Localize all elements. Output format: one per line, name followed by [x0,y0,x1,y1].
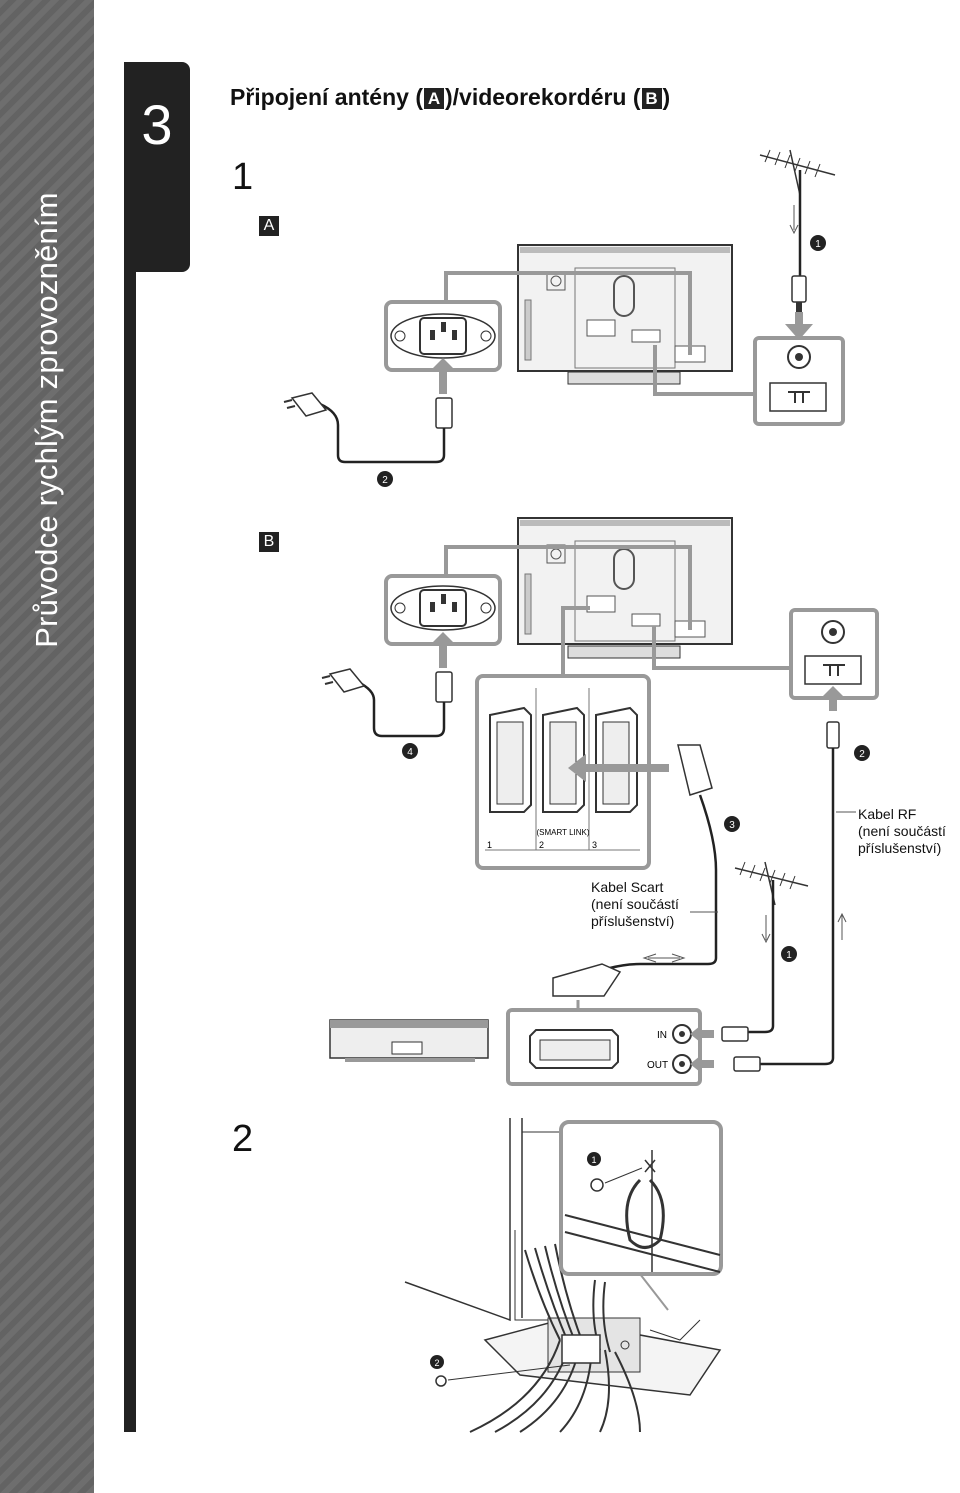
callout-b-4: 4 [407,747,413,758]
step-tab [124,62,190,272]
section-number-2: 2 [232,1118,254,1160]
scart-num-1: 1 [487,840,492,850]
section-label-b: B [259,532,279,552]
rf-caption-line-1: Kabel RF [858,806,917,822]
page-title: Připojení antény (A)/videorekordéru (B) [230,84,670,111]
title-part-1: Připojení antény ( [230,84,423,110]
scart-sockets [489,706,638,813]
callout-b-3: 3 [729,820,735,831]
title-marker-a: A [423,88,444,109]
section-label-a: A [259,216,279,236]
rf-caption-line-3: příslušenství) [858,840,942,856]
callout-s2-2: 2 [434,1358,439,1368]
scart-cable-caption: Kabel Scart (není součástí příslušenství… [591,879,679,930]
step-number: 3 [141,93,173,156]
tv-rear-a [517,244,733,385]
callout-a-2: 2 [382,475,388,486]
scart-caption-line-1: Kabel Scart [591,879,664,895]
step-bar [124,272,136,1432]
vcr-out-label: OUT [647,1060,668,1071]
antenna-icon-b [734,861,809,1034]
callout-b-1: 1 [786,950,792,961]
callout-b-2: 2 [859,749,865,760]
rf-caption-line-2: (není součástí [858,823,946,839]
section-number-1: 1 [232,156,254,198]
antenna-icon-a [759,149,836,280]
scart-caption-line-2: (není součástí [591,896,679,912]
sidebar-strip [0,0,94,1493]
callout-s2-1: 1 [591,1155,596,1165]
title-part-3: ) [662,84,671,110]
title-part-2: )/videorekordéru ( [444,84,641,110]
title-marker-b: B [641,88,662,109]
scart-num-3: 3 [592,840,597,850]
tv-stand-illustration [404,1118,722,1433]
vcr-icon [329,1019,489,1062]
scart-caption-line-3: příslušenství) [591,913,675,929]
smart-link-label: (SMART LINK) [536,828,589,837]
rf-cable-caption: Kabel RF (není součástí příslušenství) [858,806,946,857]
scart-num-2: 2 [539,840,544,850]
vcr-in-label: IN [657,1030,667,1041]
callout-a-1: 1 [815,239,821,250]
tv-rear-b [517,517,733,659]
